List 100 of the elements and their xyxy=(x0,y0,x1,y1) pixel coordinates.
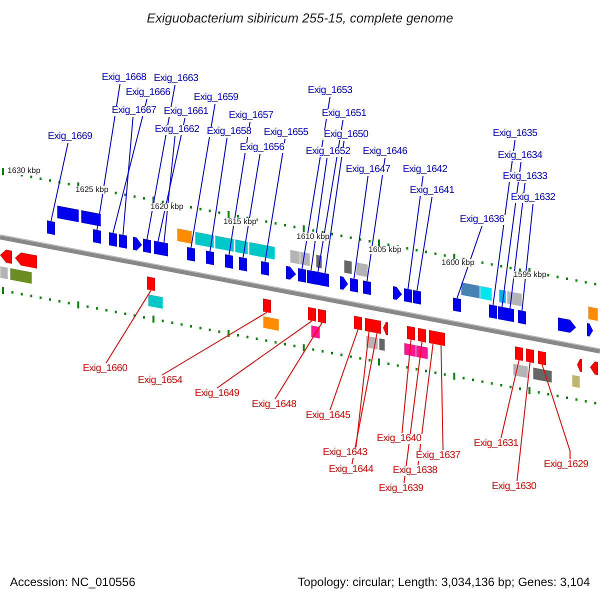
gene-label: Exig_1648 xyxy=(250,400,298,410)
leader-line xyxy=(122,116,134,236)
gene-feature xyxy=(526,348,534,363)
leader-line xyxy=(324,140,344,274)
leader-line xyxy=(216,320,312,388)
gene-label: Exig_1631 xyxy=(472,439,520,449)
gene-label: Exig_1660 xyxy=(82,364,128,374)
leader-line xyxy=(106,290,152,364)
gene-label: Exig_1638 xyxy=(392,466,438,476)
leader-line xyxy=(510,182,526,309)
leader-line xyxy=(456,226,482,299)
gene-label: Exig_1644 xyxy=(328,465,374,475)
gene-feature xyxy=(350,278,358,293)
gene-label: Exig_1668 xyxy=(100,73,148,83)
gene-label: Exig_1637 xyxy=(414,451,462,461)
scale-label: 1615 kbp xyxy=(224,218,256,226)
leader-line xyxy=(274,322,322,400)
leader-line xyxy=(356,331,370,448)
gene-feature xyxy=(225,254,233,269)
gene-label: Exig_1662 xyxy=(154,125,200,135)
leader-line xyxy=(330,329,358,410)
gene-feature xyxy=(93,229,101,244)
gene-label: Exig_1650 xyxy=(322,130,370,140)
leader-line xyxy=(162,312,268,376)
scale-label: 1625 kbp xyxy=(76,186,108,194)
gene-label: Exig_1633 xyxy=(502,172,548,182)
gene-feature xyxy=(147,276,155,291)
gene-label: Exig_1634 xyxy=(496,151,544,161)
gene-feature xyxy=(239,256,247,272)
gene-feature xyxy=(261,261,269,276)
gene-feature xyxy=(413,290,421,304)
gene-feature xyxy=(363,280,371,295)
gene-feature xyxy=(506,308,514,322)
leader-line xyxy=(242,154,260,258)
leader-line xyxy=(164,136,176,244)
gene-feature xyxy=(437,332,445,346)
leader-line xyxy=(158,118,186,242)
gene-label: Exig_1649 xyxy=(194,389,240,399)
gene-label: Exig_1642 xyxy=(402,165,448,175)
leader-line xyxy=(522,204,534,312)
gene-feature xyxy=(47,220,55,235)
gene-label: Exig_1632 xyxy=(510,193,556,203)
gene-label: Exig_1643 xyxy=(322,448,368,458)
leader-line xyxy=(264,138,286,262)
gene-label: Exig_1651 xyxy=(320,109,368,119)
leader-line xyxy=(112,98,148,234)
gene-feature xyxy=(518,310,526,324)
gene-label: Exig_1659 xyxy=(192,93,240,103)
accession-note: Accession: NC_010556 xyxy=(10,576,136,588)
gene-label: Exig_1636 xyxy=(458,215,506,225)
gene-label: Exig_1635 xyxy=(492,129,538,139)
gene-feature xyxy=(263,298,271,313)
gene-feature xyxy=(318,308,326,324)
gene-label: Exig_1669 xyxy=(46,132,94,142)
gene-label: Exig_1641 xyxy=(408,186,456,196)
scale-label: 1595 kbp xyxy=(514,271,546,279)
gene-feature xyxy=(321,272,329,287)
gene-feature xyxy=(160,242,168,256)
gene-label: Exig_1657 xyxy=(228,111,274,121)
gene-label: Exig_1663 xyxy=(152,74,200,84)
gene-label: Exig_1645 xyxy=(304,411,352,421)
gene-feature xyxy=(538,350,546,366)
leader-line xyxy=(502,162,522,308)
scale-label: 1620 kbp xyxy=(150,203,184,211)
leader-line xyxy=(352,332,378,464)
leader-line xyxy=(190,104,216,248)
gene-feature xyxy=(143,238,151,254)
gene-feature xyxy=(373,319,381,334)
gene-label: Exig_1647 xyxy=(344,165,392,175)
gene-label: Exig_1639 xyxy=(378,484,424,494)
gene-feature xyxy=(119,234,127,249)
gene-label: Exig_1629 xyxy=(542,460,590,470)
gene-feature xyxy=(515,346,523,361)
gene-feature xyxy=(298,268,306,283)
gene-label: Exig_1655 xyxy=(262,128,310,138)
leader-line xyxy=(96,84,120,230)
gene-feature xyxy=(489,304,497,319)
gene-label: Exig_1656 xyxy=(238,143,286,153)
gene-label: Exig_1658 xyxy=(206,127,252,137)
leader-line xyxy=(500,360,520,438)
gene-feature xyxy=(187,247,195,262)
gene-label: Exig_1666 xyxy=(124,88,172,98)
gene-label: Exig_1661 xyxy=(162,107,210,117)
scale-label: 1610 kbp xyxy=(296,233,330,241)
gene-label: Exig_1653 xyxy=(306,86,354,96)
leader-line xyxy=(210,138,228,252)
gene-feature xyxy=(429,330,437,345)
genome-stats-note: Topology: circular; Length: 3,034,136 bp; Genes: 3,104 xyxy=(298,576,590,588)
gene-feature xyxy=(418,328,426,342)
leader-line xyxy=(416,196,432,292)
leader-line xyxy=(310,158,328,272)
title: Exiguobacterium sibiricum 255-15, complete genome xyxy=(146,12,454,24)
gene-label: Exig_1652 xyxy=(304,147,352,157)
gene-label: Exig_1667 xyxy=(110,106,158,116)
gene-feature xyxy=(498,306,506,321)
gene-feature xyxy=(453,298,461,312)
leader-line xyxy=(402,339,412,434)
leader-line xyxy=(366,158,386,282)
leader-line xyxy=(354,176,368,280)
leader-line xyxy=(50,142,68,222)
